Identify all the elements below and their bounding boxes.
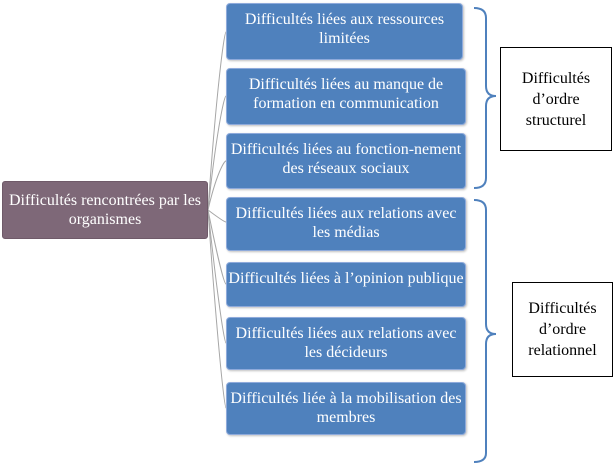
bracket-relationnel bbox=[473, 199, 497, 463]
node-mobilisation-membres: Difficultés liée à la mobilisation des m… bbox=[226, 382, 466, 435]
root-label: Difficultés rencontrées par les organism… bbox=[8, 192, 202, 228]
root-node: Difficultés rencontrées par les organism… bbox=[2, 181, 208, 239]
group-structurel: Difficultés d’ordre structurel bbox=[500, 47, 612, 151]
connector-2 bbox=[207, 95, 227, 211]
node-label: Difficultés liées aux relations avec les… bbox=[235, 205, 457, 241]
node-manque-formation: Difficultés liées au manque de formation… bbox=[226, 68, 466, 125]
connector-4 bbox=[207, 209, 227, 223]
connector-7 bbox=[207, 209, 227, 409]
node-reseaux-sociaux: Difficultés liées au fonction-nement des… bbox=[226, 133, 466, 189]
node-label: Difficultés liée à la mobilisation des m… bbox=[230, 390, 462, 426]
node-label: Difficultés liées aux relations avec les… bbox=[235, 325, 457, 361]
connector-6 bbox=[207, 209, 227, 344]
node-label: Difficultés liées au manque de formation… bbox=[248, 76, 444, 112]
node-label: Difficultés liées aux ressources limitée… bbox=[244, 11, 445, 47]
bracket-structurel bbox=[473, 7, 497, 189]
node-relations-medias: Difficultés liées aux relations avec les… bbox=[226, 197, 466, 251]
connector-5 bbox=[207, 209, 227, 285]
node-label: Difficultés liées à l’opinion publique bbox=[228, 270, 464, 287]
group-relationnel: Difficultés d’ordre relationnel bbox=[512, 282, 613, 377]
node-opinion-publique: Difficultés liées à l’opinion publique bbox=[226, 262, 466, 307]
connector-1 bbox=[207, 31, 227, 211]
node-label: Difficultés liées au fonction-nement des… bbox=[230, 141, 462, 177]
group-label: Difficultés d’ordre structurel bbox=[521, 69, 591, 129]
node-relations-decideurs: Difficultés liées aux relations avec les… bbox=[226, 317, 466, 370]
group-label: Difficultés d’ordre relationnel bbox=[528, 300, 597, 359]
node-ressources-limitees: Difficultés liées aux ressources limitée… bbox=[226, 3, 463, 60]
connector-3 bbox=[207, 160, 227, 211]
